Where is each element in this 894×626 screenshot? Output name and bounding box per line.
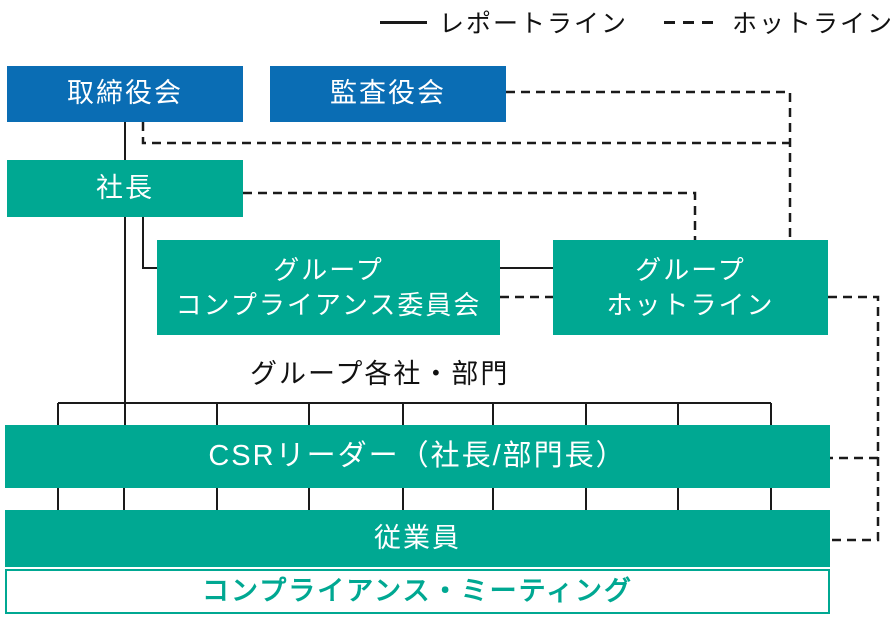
committee-label-line2: コンプライアンス委員会 xyxy=(175,289,482,320)
report-line xyxy=(142,217,158,269)
legend-hotline-label: ホットライン xyxy=(731,10,894,38)
node-president-label: 社長 xyxy=(96,172,154,203)
hotline-line xyxy=(828,295,880,542)
group-hotline-label-line1: グループ xyxy=(635,255,746,286)
committee-label-line1: グループ xyxy=(273,255,384,286)
employees-label: 従業員 xyxy=(374,522,461,553)
node-csr-leader: CSRリーダー（社長/部門長） xyxy=(5,425,830,488)
group-hotline-label-line2: ホットライン xyxy=(606,289,775,320)
node-board-label: 取締役会 xyxy=(67,78,183,109)
node-audit-board: 監査役会 xyxy=(270,66,506,122)
hotline-dashed-swatch xyxy=(663,20,720,24)
hotline-line xyxy=(506,90,792,240)
node-employees: 従業員 xyxy=(5,510,830,567)
legend-report-label: レポートライン xyxy=(438,10,628,38)
node-compliance-meeting: コンプライアンス・ミーティング xyxy=(5,569,830,614)
node-board-of-directors: 取締役会 xyxy=(7,66,243,122)
csr-leader-label: CSRリーダー（社長/部門長） xyxy=(208,440,627,473)
node-president: 社長 xyxy=(7,160,243,217)
node-group-compliance-committee: グループ コンプライアンス委員会 xyxy=(157,240,500,335)
node-group-hotline: グループ ホットライン xyxy=(553,240,828,335)
compliance-meeting-label: コンプライアンス・ミーティング xyxy=(202,575,633,606)
hotline-line xyxy=(243,191,697,240)
legend: レポートライン ホットライン xyxy=(379,4,894,40)
report-line-swatch xyxy=(379,20,427,24)
node-audit-label: 監査役会 xyxy=(330,78,446,109)
hotline-line xyxy=(141,122,790,145)
group-companies-label: グループ各社・部門 xyxy=(250,359,510,389)
